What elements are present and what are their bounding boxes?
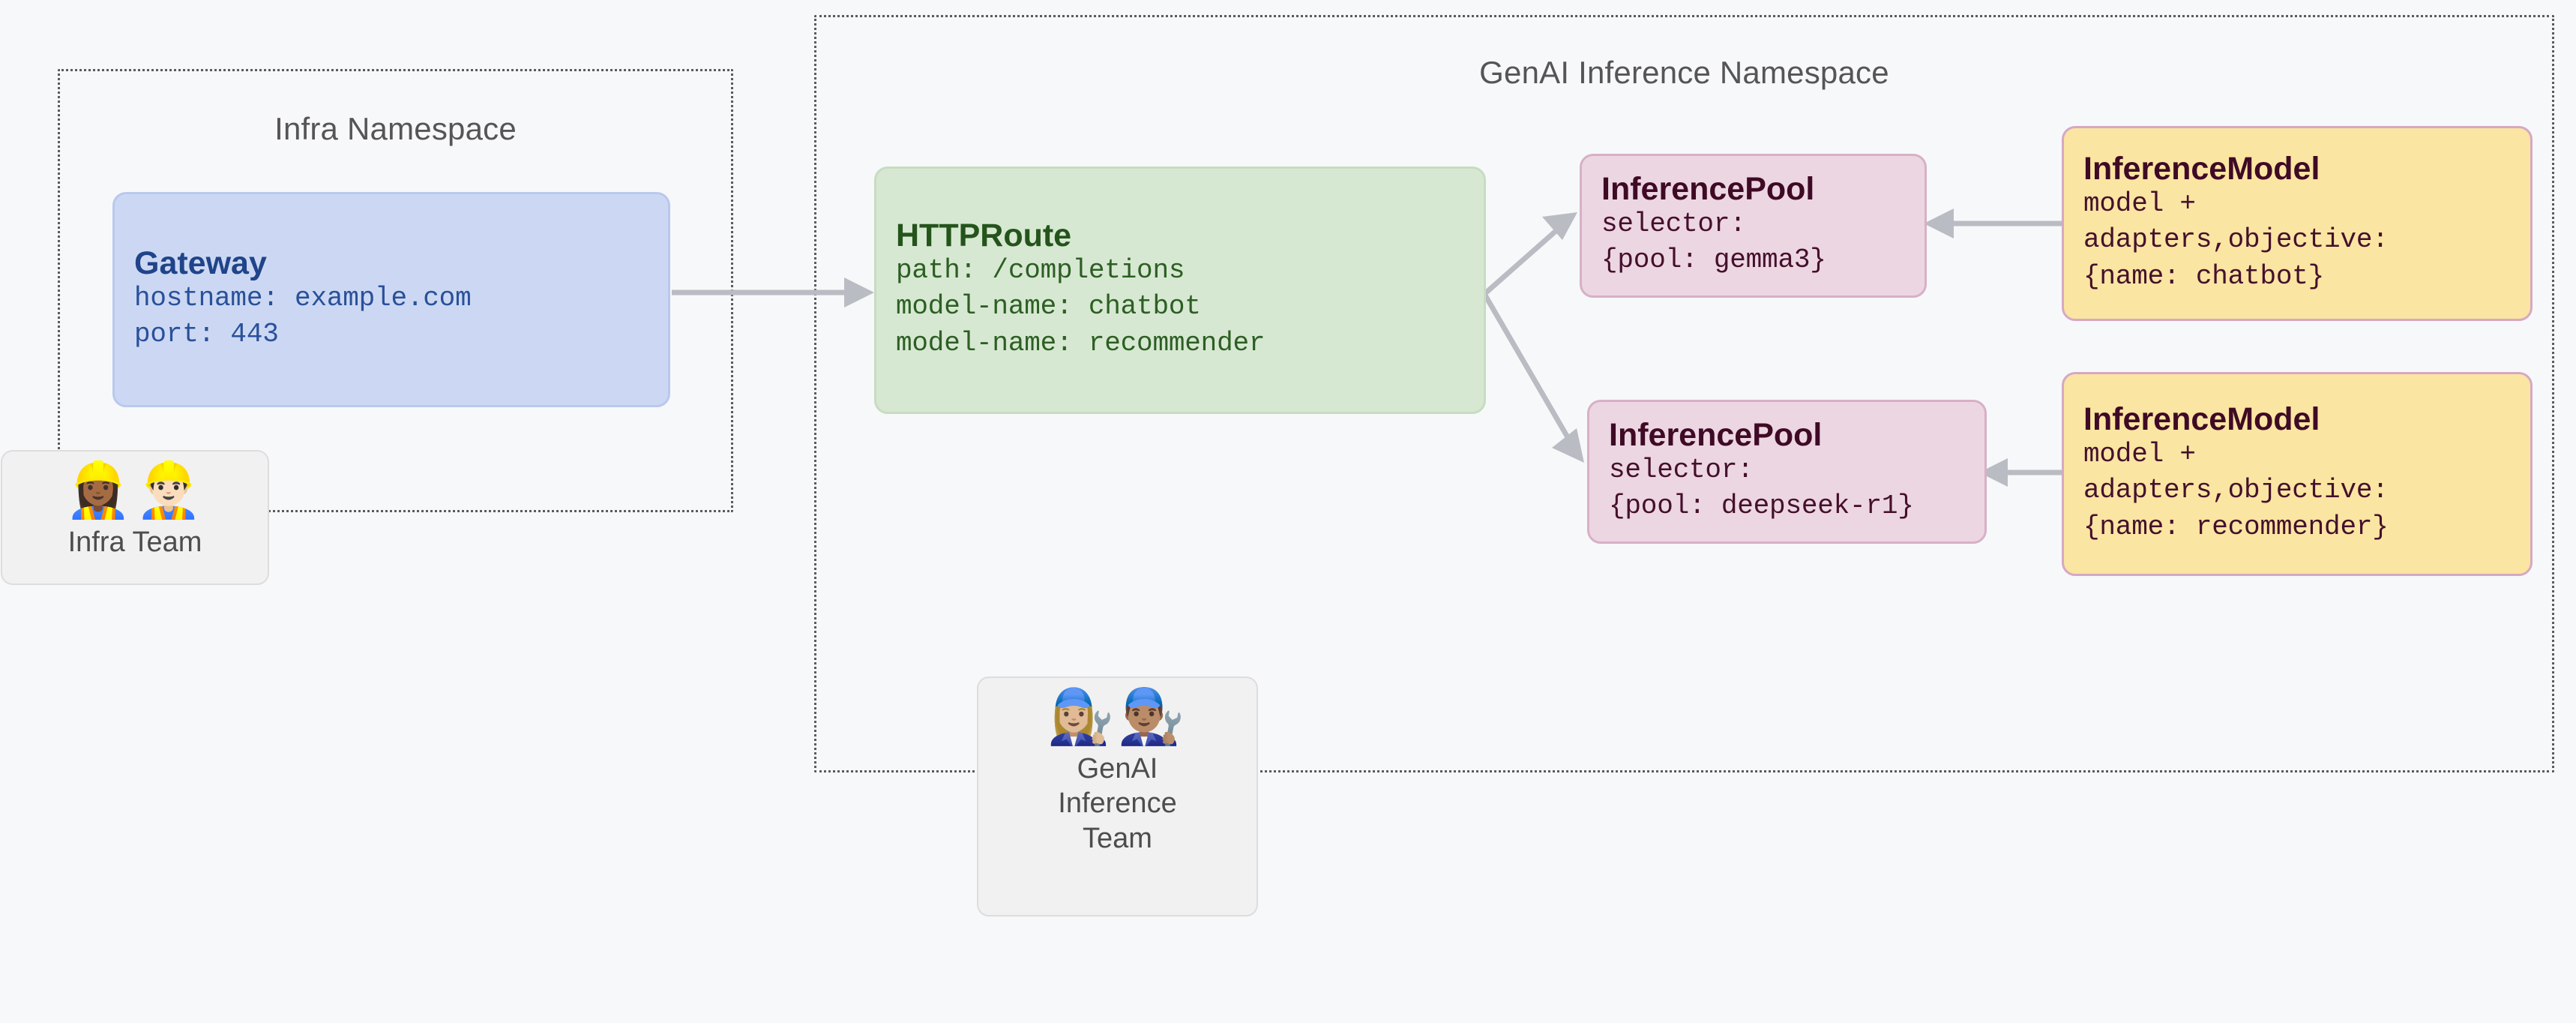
node-inferencepool-gemma3-content: InferencePool selector: {pool: gemma3}: [1601, 172, 1914, 279]
node-httproute-content: HTTPRoute path: /completions model-name:…: [896, 218, 1473, 362]
node-inferencepool-deepseek-title: InferencePool: [1609, 417, 1823, 454]
namespace-genai: [814, 15, 2554, 772]
node-inferencepool-deepseek-content: InferencePool selector: {pool: deepseek-…: [1609, 418, 1974, 525]
node-inferencepool-gemma3-title: InferencePool: [1601, 171, 1815, 208]
node-inferencemodel-chatbot-line-0: model +: [2083, 188, 2196, 220]
namespace-infra-title: Infra Namespace: [274, 111, 517, 146]
node-inferencemodel-recommender-line-1: adapters,objective:: [2083, 475, 2389, 506]
actor-infra-team-label: Infra Team: [67, 526, 202, 558]
node-httproute-line-1: model-name: chatbot: [896, 291, 1201, 322]
construction-worker-icons: 👷🏾‍♀️👷🏻‍♂️: [64, 460, 205, 520]
node-inferencemodel-chatbot-content: InferenceModel model + adapters,objectiv…: [2083, 152, 2520, 295]
node-inferencemodel-chatbot[interactable]: InferenceModel model + adapters,objectiv…: [2062, 126, 2533, 321]
node-gateway-line-1: port: 443: [134, 319, 279, 350]
node-inferencepool-deepseek[interactable]: InferencePool selector: {pool: deepseek-…: [1587, 400, 1987, 544]
node-inferencemodel-recommender-content: InferenceModel model + adapters,objectiv…: [2083, 401, 2520, 545]
node-inferencepool-gemma3-line-1: {pool: gemma3}: [1601, 244, 1826, 276]
actor-genai-inference-team[interactable]: 👩🏼‍🔧👨🏽‍🔧 GenAI Inference Team: [977, 676, 1258, 916]
mechanic-icons: 👩🏼‍🔧👨🏽‍🔧: [1047, 687, 1188, 747]
node-inferencemodel-chatbot-line-1: adapters,objective:: [2083, 224, 2389, 256]
node-httproute-title: HTTPRoute: [896, 218, 1072, 254]
node-gateway-content: Gateway hostname: example.com port: 443: [134, 244, 657, 353]
node-httproute-line-2: model-name: recommender: [896, 327, 1266, 358]
node-inferencepool-gemma3[interactable]: InferencePool selector: {pool: gemma3}: [1580, 154, 1927, 298]
node-inferencemodel-chatbot-title: InferenceModel: [2083, 151, 2320, 188]
namespace-genai-title: GenAI Inference Namespace: [1479, 55, 1889, 90]
node-gateway-title: Gateway: [134, 244, 267, 281]
node-inferencepool-gemma3-line-0: selector:: [1601, 208, 1746, 240]
node-inferencepool-deepseek-line-0: selector:: [1609, 454, 1754, 486]
node-inferencemodel-chatbot-line-2: {name: chatbot}: [2083, 260, 2325, 292]
node-httproute[interactable]: HTTPRoute path: /completions model-name:…: [874, 166, 1486, 414]
node-gateway-line-0: hostname: example.com: [134, 282, 472, 314]
node-inferencemodel-recommender-line-2: {name: recommender}: [2083, 511, 2389, 542]
node-httproute-line-0: path: /completions: [896, 255, 1185, 286]
actor-genai-inference-team-label: GenAI Inference Team: [1058, 753, 1177, 854]
node-inferencepool-deepseek-line-1: {pool: deepseek-r1}: [1609, 490, 1914, 522]
node-gateway[interactable]: Gateway hostname: example.com port: 443: [112, 192, 670, 407]
node-inferencemodel-recommender[interactable]: InferenceModel model + adapters,objectiv…: [2062, 372, 2533, 576]
node-inferencemodel-recommender-line-0: model +: [2083, 439, 2196, 470]
actor-infra-team[interactable]: 👷🏾‍♀️👷🏻‍♂️ Infra Team: [1, 450, 269, 585]
node-inferencemodel-recommender-title: InferenceModel: [2083, 401, 2320, 438]
